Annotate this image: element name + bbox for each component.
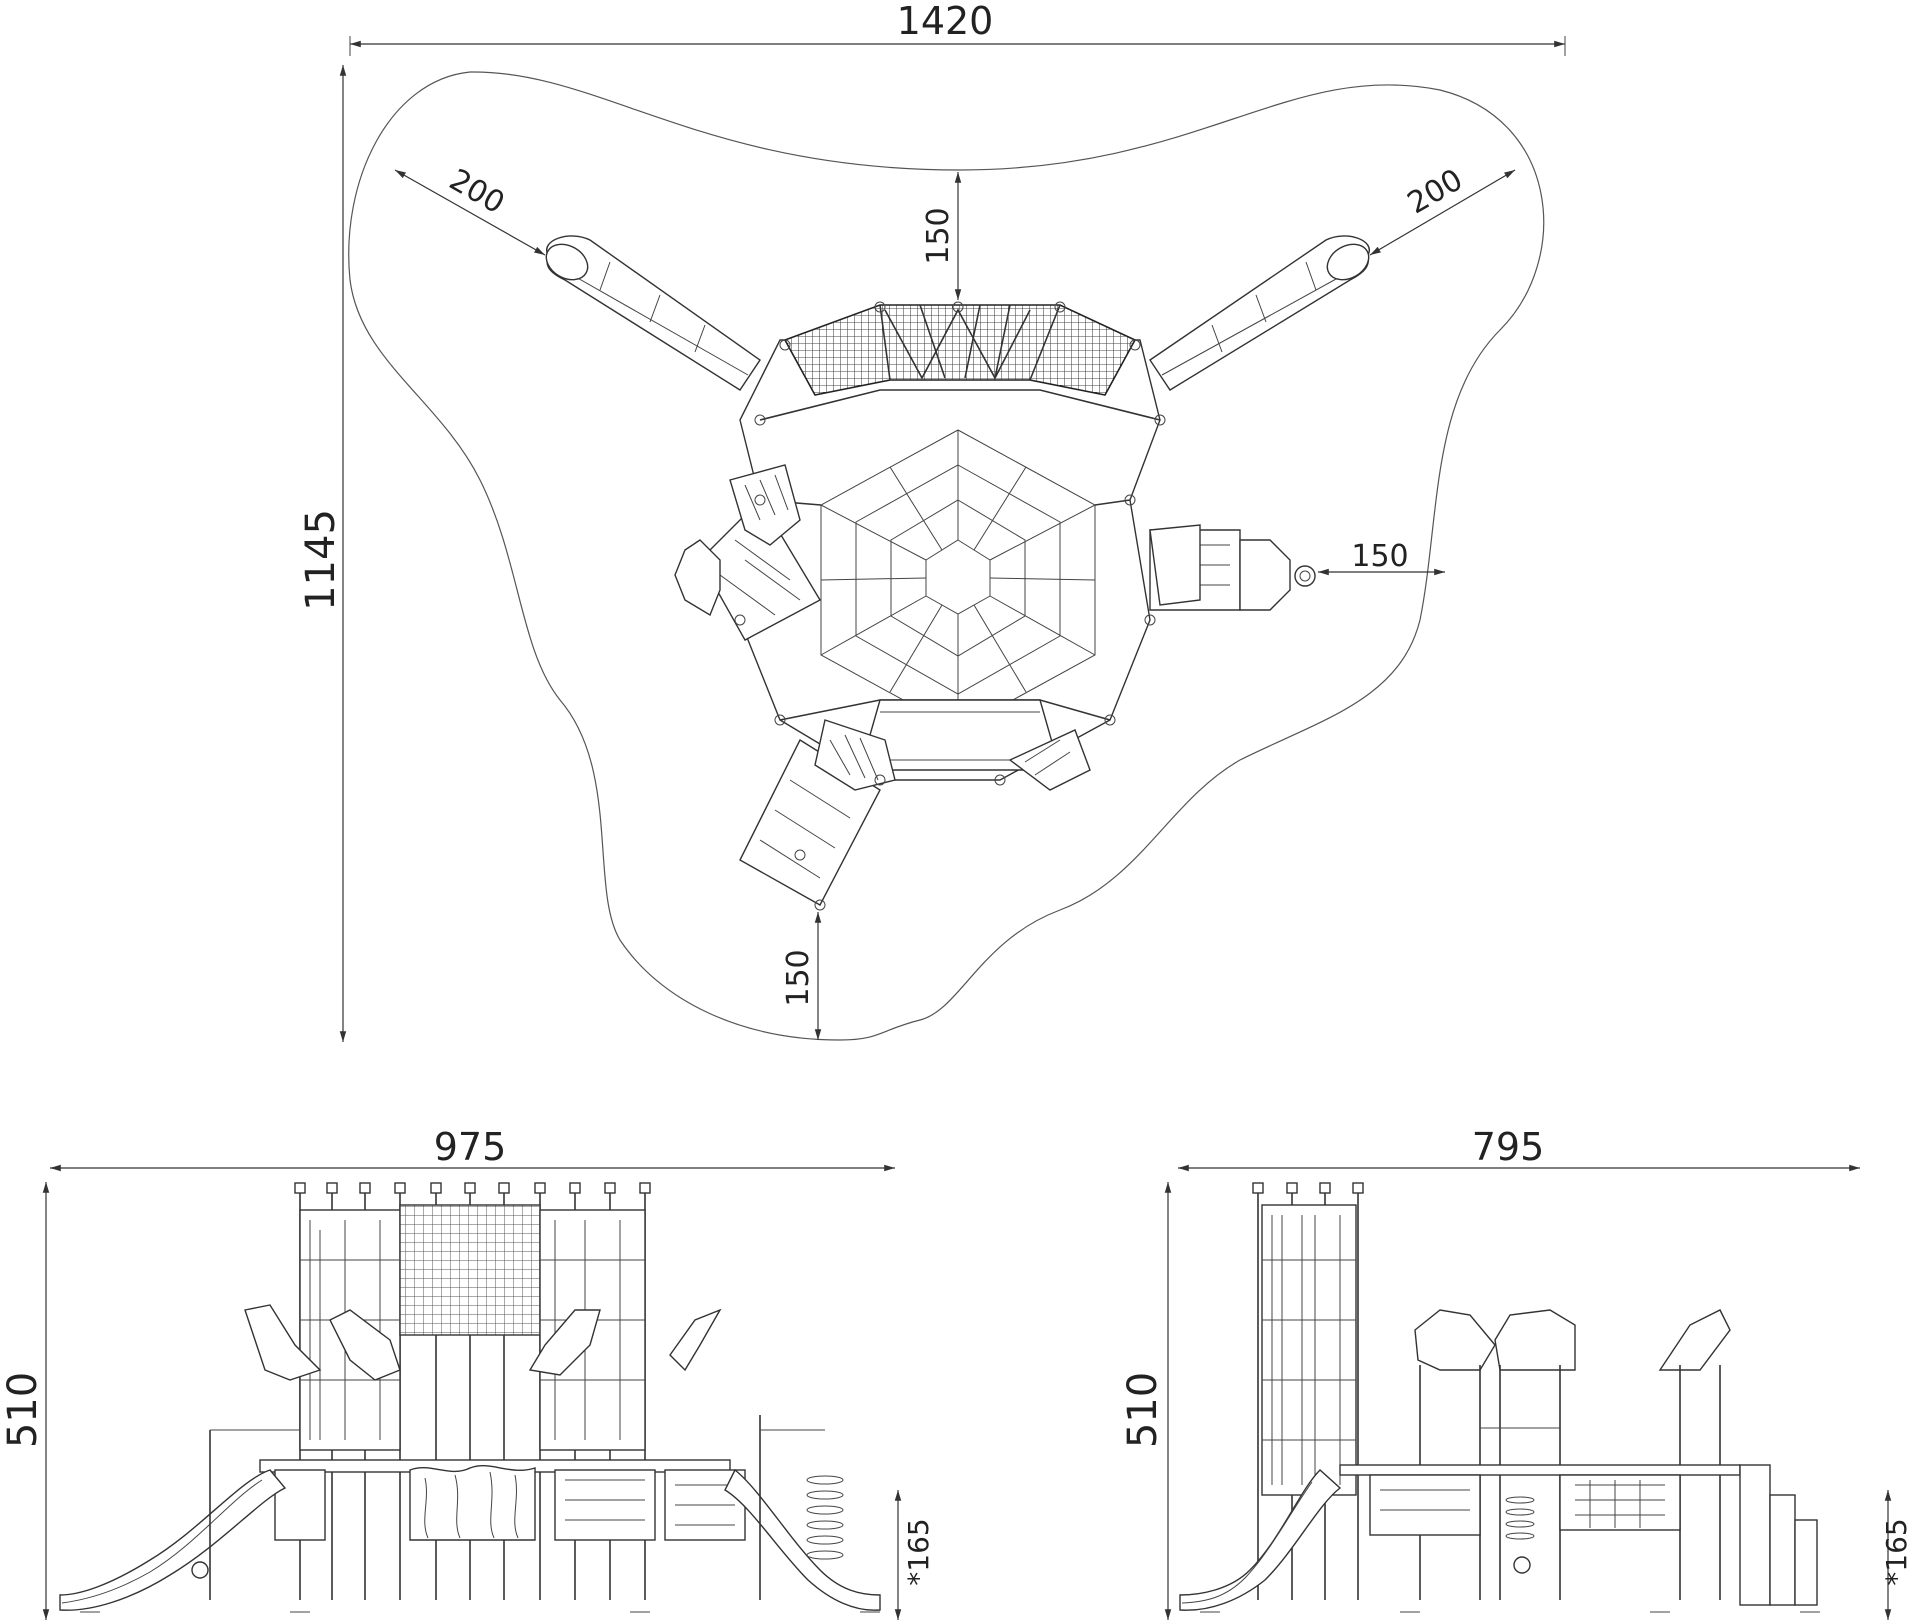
safety-zone-outline [348, 71, 1545, 1041]
side-width-label: 795 [1472, 1125, 1545, 1169]
main-structure-top [674, 301, 1316, 911]
side-view: 795 510 *165 [1120, 1125, 1913, 1620]
front-view: 975 510 *165 [0, 1125, 935, 1620]
front-width-label: 975 [434, 1125, 507, 1169]
clearance-top-right-label: 200 [1402, 162, 1469, 221]
clearance-top-label: 150 [921, 207, 956, 264]
side-platform-label: *165 [1880, 1518, 1913, 1585]
top-width-label: 1420 [897, 0, 994, 43]
clearance-top-left-label: 200 [443, 162, 510, 221]
side-height-label: 510 [1120, 1372, 1166, 1448]
top-view: 1420 1145 200 200 150 150 150 [298, 0, 1566, 1042]
front-height-label: 510 [0, 1372, 46, 1448]
clearance-bottom-label: 150 [781, 949, 816, 1006]
clearance-right-label: 150 [1351, 539, 1408, 574]
tube-slide-left [545, 235, 761, 391]
top-height-label: 1145 [298, 509, 344, 611]
front-platform-label: *165 [902, 1518, 935, 1585]
tube-slide-right [1149, 235, 1371, 391]
